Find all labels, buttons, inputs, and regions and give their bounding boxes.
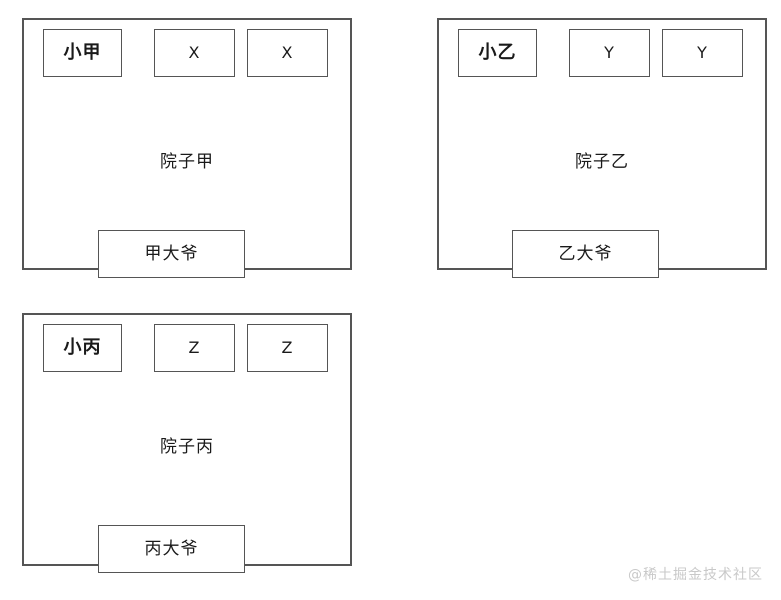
room-slot-2-yi: Y — [662, 29, 743, 77]
room-slot-1-yi: Y — [569, 29, 650, 77]
room-owner-yi: 小乙 — [458, 29, 537, 77]
room-slot-1-jia: X — [154, 29, 235, 77]
room-slot-2-label-jia: X — [281, 43, 294, 62]
room-owner-label-jia: 小甲 — [63, 42, 102, 63]
courtyard-bing: 小丙 Z Z 院子丙 — [22, 313, 352, 566]
room-slot-1-bing: Z — [154, 324, 235, 372]
room-slot-1-label-bing: Z — [188, 338, 201, 357]
room-slot-2-label-yi: Y — [697, 43, 708, 62]
room-owner-bing: 小丙 — [43, 324, 122, 372]
gate-label-yi: 乙大爷 — [558, 244, 613, 264]
room-owner-label-bing: 小丙 — [63, 337, 102, 358]
courtyard-center-label-jia: 院子甲 — [160, 152, 214, 172]
room-slot-1-label-jia: X — [188, 43, 201, 62]
gate-bing: 丙大爷 — [98, 525, 245, 573]
gate-yi: 乙大爷 — [512, 230, 659, 278]
room-slot-2-bing: Z — [247, 324, 328, 372]
courtyard-yi: 小乙 Y Y 院子乙 — [437, 18, 767, 270]
room-owner-label-yi: 小乙 — [478, 42, 517, 63]
gate-jia: 甲大爷 — [98, 230, 245, 278]
gate-label-bing: 丙大爷 — [144, 539, 199, 559]
room-slot-1-label-yi: Y — [604, 43, 615, 62]
room-owner-jia: 小甲 — [43, 29, 122, 77]
gate-label-jia: 甲大爷 — [144, 244, 199, 264]
room-slot-2-jia: X — [247, 29, 328, 77]
watermark: @稀土掘金技术社区 — [628, 567, 763, 583]
courtyard-jia: 小甲 X X 院子甲 — [22, 18, 352, 270]
courtyard-center-label-bing: 院子丙 — [160, 437, 214, 457]
courtyard-center-label-yi: 院子乙 — [575, 152, 629, 172]
room-slot-2-label-bing: Z — [281, 338, 294, 357]
